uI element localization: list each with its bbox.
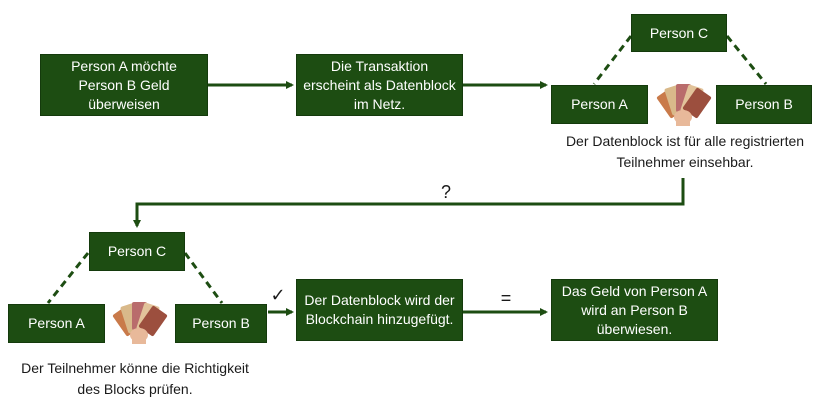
box-bottom-person-c: Person C <box>89 232 185 271</box>
dashed-line-top-c-to-a <box>592 35 633 85</box>
caption-participant-check: Der Teilnehmer könne die Richtigkeit des… <box>21 360 249 397</box>
box-request: Person A möchte Person B Geld überweisen <box>40 54 208 116</box>
check-mark: ✓ <box>270 285 286 305</box>
caption-visible-to-all: Der Datenblock ist für alle registrierte… <box>565 133 805 170</box>
box-added-to-blockchain: Der Datenblock wird der Blockchain hinzu… <box>296 279 463 341</box>
box-bottom-person-b: Person B <box>175 304 267 343</box>
arrow-return-connector <box>133 178 685 228</box>
dashed-line-bottom-c-to-b <box>183 252 224 304</box>
money-fan-icon <box>656 84 712 126</box>
box-transaction: Die Transaktion erscheint als Datenblock… <box>296 54 463 116</box>
box-bottom-person-a: Person A <box>8 304 105 343</box>
question-mark: ? <box>440 182 451 202</box>
box-top-person-c: Person C <box>631 14 727 52</box>
box-money-transferred: Das Geld von Person A wird an Person B ü… <box>551 279 718 341</box>
dashed-line-top-c-to-b <box>725 35 768 85</box>
equals-sign: = <box>500 288 512 308</box>
box-top-person-a: Person A <box>551 85 648 124</box>
box-top-person-b: Person B <box>716 85 812 124</box>
money-fan-icon <box>112 302 168 344</box>
dashed-line-bottom-c-to-a <box>46 252 90 304</box>
